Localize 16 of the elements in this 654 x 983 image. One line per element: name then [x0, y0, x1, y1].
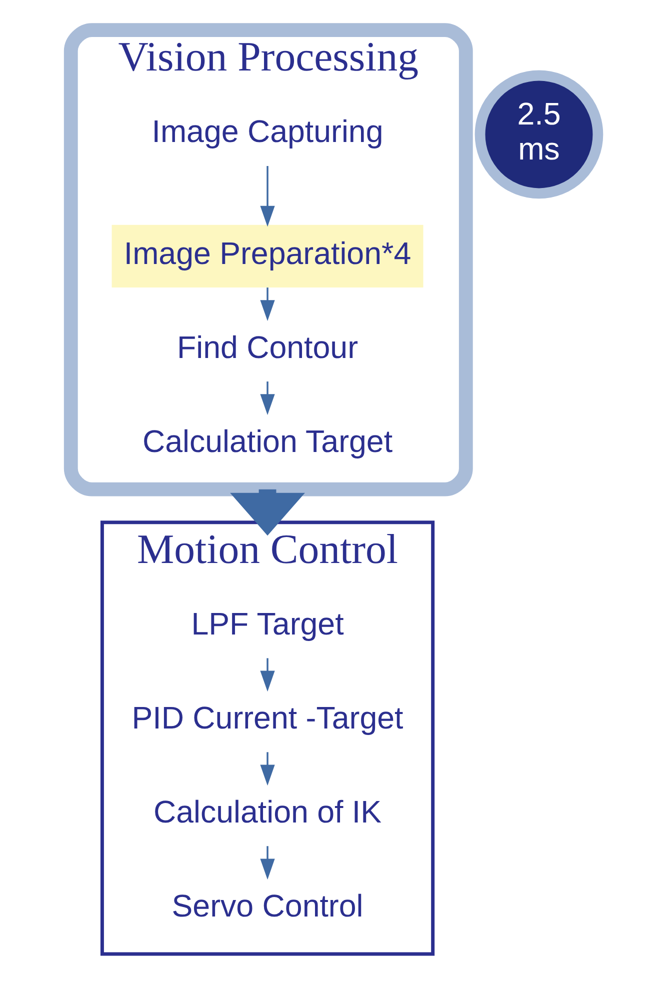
arrow [260, 752, 274, 786]
node-text: Find Contour [176, 329, 358, 364]
node-text: LPF Target [190, 606, 344, 641]
node-text: Image Capturing [151, 114, 383, 149]
arrow [260, 381, 274, 414]
node-circle: 2.5 ms [474, 70, 603, 198]
arrow [260, 658, 274, 692]
node-text: PID Current -Target [131, 700, 403, 735]
arrow [260, 846, 274, 880]
node-text: Calculation of IK [153, 794, 382, 829]
node-text: Servo Control [171, 888, 363, 923]
arrow [230, 488, 304, 536]
arrow [260, 287, 274, 321]
node-box: Image Preparation*4 [111, 224, 423, 287]
node-text: Calculation Target [142, 423, 392, 458]
arrow [260, 166, 274, 226]
